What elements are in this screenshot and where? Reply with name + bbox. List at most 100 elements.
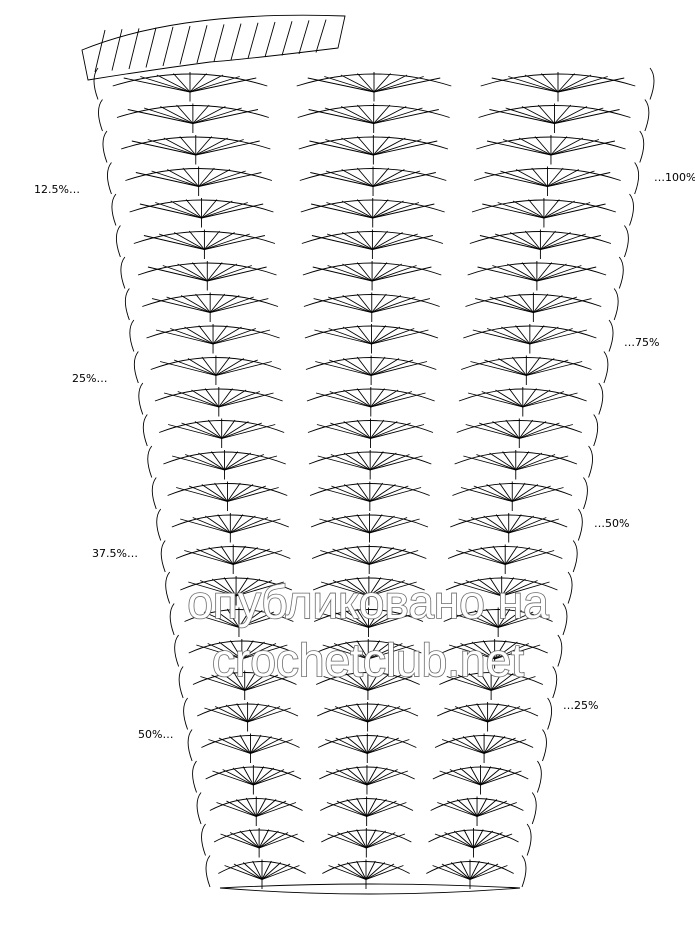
fan-spoke <box>215 361 272 376</box>
fan-spoke <box>261 860 272 880</box>
fan-spoke <box>512 487 564 502</box>
fan-spoke <box>508 515 535 534</box>
fan-spoke <box>536 262 553 282</box>
fan-spoke <box>214 482 228 502</box>
fan-spoke <box>366 833 406 849</box>
fan-spoke <box>366 736 389 754</box>
fan-spoke <box>486 484 513 502</box>
fan-spoke <box>487 704 510 723</box>
fan-spoke <box>371 265 417 282</box>
fan-spoke <box>346 799 367 817</box>
fan-spoke <box>373 73 391 93</box>
fan-spoke <box>345 704 368 723</box>
fan-spoke <box>369 482 384 502</box>
fan-spoke <box>543 203 606 219</box>
fan-spoke <box>315 392 371 408</box>
fan-spoke <box>233 671 246 691</box>
edge-chain-right <box>521 855 527 888</box>
fan-spoke <box>476 454 516 471</box>
fan-spoke <box>247 707 291 723</box>
fan-spoke <box>226 800 257 817</box>
fan-spoke <box>550 140 615 156</box>
fan-spoke <box>369 485 409 502</box>
fan-spoke <box>369 517 408 534</box>
fan-spoke <box>158 233 205 250</box>
fan-spoke <box>512 485 551 502</box>
fan-spoke <box>220 833 260 849</box>
fan-spoke <box>218 389 247 408</box>
edge-chain-left <box>165 571 171 604</box>
fan-spoke <box>373 137 406 156</box>
fan-spoke <box>221 421 249 439</box>
fan-spoke <box>258 829 270 849</box>
fan-spoke <box>343 484 371 502</box>
fan-spoke <box>200 580 237 597</box>
edge-chain-left <box>120 256 126 289</box>
fan-spoke <box>367 641 392 660</box>
fan-spoke <box>476 797 488 817</box>
fan-spoke <box>367 703 379 723</box>
fan-spoke <box>473 829 484 849</box>
fan-spoke <box>526 358 555 376</box>
fan-spoke <box>368 547 394 565</box>
fan-spoke <box>160 106 194 124</box>
left-label-50: 50%… <box>138 728 173 741</box>
fan-spoke <box>334 674 369 691</box>
fan-spoke <box>497 202 545 219</box>
fan-spoke <box>370 389 399 408</box>
fan-spoke <box>215 358 245 376</box>
fan-spoke <box>337 832 367 849</box>
fan-spoke <box>250 734 262 754</box>
fan-spoke <box>173 73 191 93</box>
fan-spoke <box>261 862 282 880</box>
fan-spoke <box>533 295 563 313</box>
fan-spoke <box>373 74 408 93</box>
edge-chain-left <box>93 67 99 100</box>
fan-spoke <box>250 737 283 754</box>
fan-spoke <box>515 454 556 471</box>
fan-spoke <box>192 106 226 124</box>
fan-spoke <box>473 734 485 754</box>
fan-spoke <box>220 545 234 565</box>
fan-spoke <box>519 421 547 439</box>
fan-spoke <box>373 104 391 124</box>
fan-spoke <box>258 833 298 849</box>
fan-spoke <box>518 137 552 156</box>
fan-spoke <box>329 391 371 408</box>
fan-spoke <box>258 830 279 849</box>
fan-spoke <box>373 136 390 156</box>
fan-spoke <box>232 547 258 565</box>
fan-spoke <box>366 797 377 817</box>
fan-spoke <box>453 581 502 597</box>
fan-spoke <box>210 296 254 313</box>
fan-spoke <box>322 644 369 660</box>
fan-spoke <box>215 356 231 376</box>
fan-spoke <box>227 482 241 502</box>
top-strip-stitch <box>111 29 123 71</box>
fan-spoke <box>468 673 492 691</box>
fan-spoke <box>369 487 422 502</box>
fan-spoke <box>371 296 416 313</box>
fan-spoke <box>233 550 283 565</box>
fan-spoke <box>473 832 503 849</box>
edge-chain-left <box>115 225 121 258</box>
fan-spoke <box>453 830 474 849</box>
fan-spoke <box>195 137 228 156</box>
fan-spoke <box>526 361 583 376</box>
fan-spoke <box>343 389 372 408</box>
edge-chain-right <box>629 193 634 226</box>
fan-spoke <box>522 389 551 408</box>
fan-spoke <box>533 293 549 313</box>
fan-spoke <box>207 265 252 282</box>
fan-spoke <box>365 862 386 880</box>
fan-spoke <box>557 77 625 93</box>
fan-spoke <box>201 199 218 219</box>
fan-spoke <box>321 613 369 628</box>
fan-spoke <box>344 610 369 628</box>
fan-spoke <box>332 580 370 597</box>
fan-spoke <box>541 73 559 93</box>
fan-spoke <box>235 577 249 597</box>
fan-spoke <box>316 424 371 439</box>
fan-spoke <box>554 106 588 124</box>
fan-spoke <box>369 550 419 565</box>
